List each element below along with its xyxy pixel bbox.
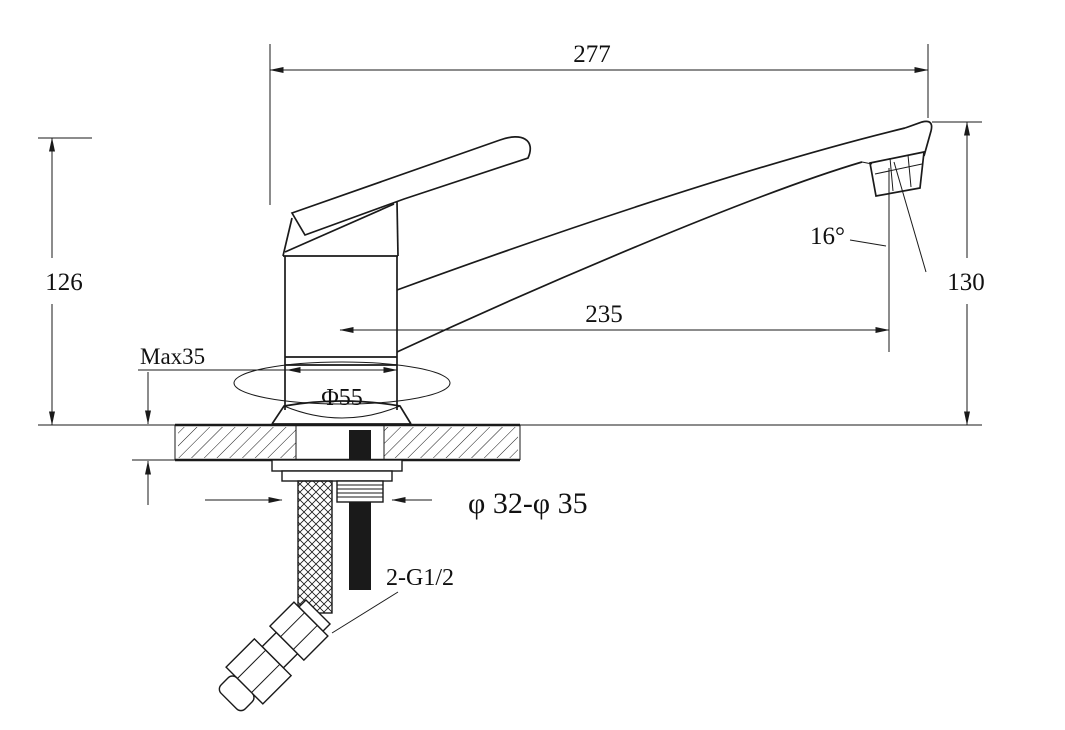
callout-inlet-thread: 2-G1/2 (331, 565, 454, 634)
supply-hose (218, 480, 333, 712)
aerator-inner-line (874, 163, 923, 175)
dim-max-thickness-label: Max35 (140, 344, 205, 369)
dim-base-diameter-label: Φ55 (321, 385, 363, 411)
under-counter-assembly (218, 430, 403, 712)
base-ellipse (233, 361, 451, 405)
counter-hatch-right (384, 427, 518, 458)
dim-base-diameter: Φ55 (286, 367, 398, 411)
spout-aerator-join (861, 161, 873, 165)
mounting-washer-upper (271, 459, 403, 472)
inlet-thread-label: 2-G1/2 (386, 565, 454, 591)
dim-overall-width-label: 277 (573, 41, 611, 68)
dim-spout-angle: 16° (810, 161, 927, 273)
spout-lower-edge (396, 161, 863, 353)
angle-leader-line (849, 239, 887, 247)
dim-spout-angle-label: 16° (810, 223, 845, 250)
base-lower-arc (283, 405, 401, 419)
spout-upper-edge (396, 127, 906, 291)
mounting-nut (336, 480, 384, 503)
fitting-end-cap (218, 675, 255, 712)
handle-cap-diagonal (284, 203, 395, 253)
dim-body-height-label: 126 (45, 269, 83, 296)
dim-spout-height-label: 130 (947, 269, 985, 296)
threaded-stud (349, 430, 371, 590)
dim-mounting-hole-label: φ 32-φ 35 (468, 487, 588, 520)
inlet-thread-leader (331, 591, 399, 634)
dim-spout-reach-label: 235 (585, 301, 623, 328)
dim-body-height: 126 (38, 137, 92, 426)
base-flange (271, 400, 412, 425)
counter-deck (38, 423, 982, 462)
handle-lever (290, 136, 531, 237)
counter-hatch-left (178, 427, 296, 458)
dim-max-thickness: Max35 (132, 344, 287, 505)
aerator-detail-lines (889, 154, 912, 192)
faucet-outline (233, 120, 933, 425)
dim-spout-reach: 235 (339, 168, 890, 352)
angle-tilted-line (893, 161, 927, 273)
handle-cap-right-edge (396, 201, 399, 257)
spout-tip (904, 120, 933, 157)
hose-end-fitting (218, 598, 332, 712)
dim-spout-height: 130 (932, 121, 985, 426)
mounting-washer-lower (281, 470, 393, 482)
dim-overall-width: 277 (269, 41, 929, 205)
handle-cap-left-edge (282, 217, 293, 257)
aerator-outline (869, 150, 925, 197)
dim-mounting-hole: φ 32-φ 35 (205, 487, 588, 520)
hose-braided-section (297, 480, 333, 614)
